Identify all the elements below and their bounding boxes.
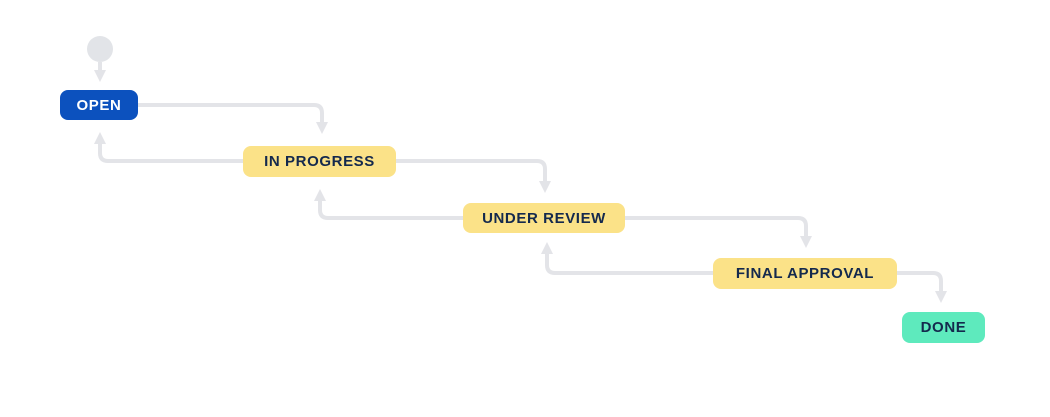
status-node-done[interactable]: DONE <box>902 312 985 343</box>
status-node-open-label: OPEN <box>76 96 122 114</box>
status-node-in-progress[interactable]: IN PROGRESS <box>243 146 396 177</box>
transition-in-progress-to-under-review <box>396 159 551 193</box>
status-node-done-label: DONE <box>920 319 967 336</box>
transition-under-review-to-in-progress <box>314 189 463 220</box>
status-node-under-review[interactable]: UNDER REVIEW <box>463 203 625 233</box>
status-node-open[interactable]: OPEN <box>60 90 138 120</box>
status-node-final-approval[interactable]: FINAL APPROVAL <box>713 258 897 289</box>
start-node-icon <box>87 36 113 62</box>
transition-final-approval-to-under-review <box>541 242 713 275</box>
transition-open-to-in-progress <box>138 103 328 134</box>
transition-in-progress-to-open <box>94 132 243 163</box>
status-node-in-progress-label: IN PROGRESS <box>264 153 375 170</box>
status-node-final-approval-label: FINAL APPROVAL <box>735 265 875 282</box>
transition-under-review-to-final-approval <box>625 216 812 248</box>
transition-final-approval-to-done <box>897 271 947 303</box>
status-node-under-review-label: UNDER REVIEW <box>482 209 606 227</box>
